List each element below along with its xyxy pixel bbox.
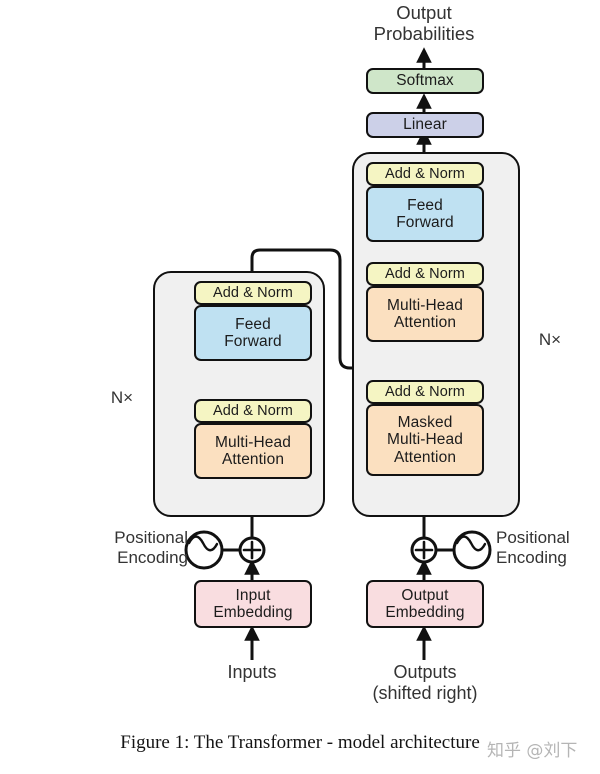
decoder-feed-forward-label-2: Forward [396,214,454,231]
decoder-masked-label-3: Attention [393,448,457,466]
figure-caption: Figure 1: The Transformer - model archit… [0,732,600,754]
input-embedding-box[interactable]: Input Embedding [194,580,312,628]
input-embedding-label-1: Input [235,586,271,604]
decoder-feed-forward[interactable]: Feed Forward [366,186,484,242]
inputs-text: Inputs [192,662,312,683]
figure-caption-text: Figure 1: The Transformer - model archit… [120,732,480,753]
softmax-box[interactable]: Softmax [366,68,484,94]
decoder-posenc-line-1: Positional [496,528,570,547]
encoder-posenc-circle [184,530,224,570]
encoder-mha-label-2: Attention [221,451,285,468]
output-embedding-label-2: Embedding [385,604,465,621]
encoder-add-norm-2-label: Add & Norm [213,284,293,301]
encoder-nx-text: N× [110,388,134,407]
encoder-sine-wave [187,535,219,552]
decoder-sine-wave [455,535,487,552]
inputs-label: Inputs [227,662,277,682]
decoder-positional-encoding-text: Positional Encoding [496,528,600,567]
encoder-feed-forward-label-2: Forward [224,333,282,350]
linear-label: Linear [403,116,447,134]
output-probabilities-line-1: Output [396,2,452,23]
output-embedding-box[interactable]: Output Embedding [366,580,484,628]
decoder-masked-attention[interactable]: Masked Multi-Head Attention [366,404,484,476]
decoder-nx-label: N× [528,330,572,350]
decoder-add-norm-1[interactable]: Add & Norm [366,380,484,404]
wire-encoder-output-bus [250,248,386,370]
encoder-add-norm-1-label: Add & Norm [213,402,293,419]
output-probabilities-line-2: Probabilities [373,23,475,45]
encoder-add-norm-2[interactable]: Add & Norm [194,281,312,305]
decoder-add-norm-2-label: Add & Norm [385,265,465,282]
outputs-text: Outputs (shifted right) [354,662,496,704]
decoder-cross-attention[interactable]: Multi-Head Attention [366,286,484,342]
decoder-masked-label-2: Multi-Head [387,431,463,449]
encoder-multi-head-attention[interactable]: Multi-Head Attention [194,423,312,479]
outputs-label-1: Outputs [393,662,457,682]
decoder-add-norm-1-label: Add & Norm [385,383,465,400]
linear-box[interactable]: Linear [366,112,484,138]
decoder-cross-attention-label-1: Multi-Head [387,296,463,314]
decoder-nx-text: N× [538,330,562,349]
outputs-label-2: (shifted right) [372,682,478,703]
encoder-positional-encoding-text: Positional Encoding [88,528,188,567]
decoder-posenc-line-2: Encoding [496,547,567,567]
output-embedding-label-1: Output [401,586,449,604]
input-embedding-label-2: Embedding [213,604,293,621]
encoder-mha-label-1: Multi-Head [215,433,291,451]
encoder-add-norm-1[interactable]: Add & Norm [194,399,312,423]
decoder-cross-attention-label-2: Attention [393,314,457,331]
output-probabilities-text: Output Probabilities [324,2,524,45]
decoder-add-norm-2[interactable]: Add & Norm [366,262,484,286]
encoder-posenc-line-2: Encoding [117,547,188,567]
decoder-feed-forward-label-1: Feed [407,196,443,214]
decoder-posenc-circle [452,530,492,570]
decoder-masked-label-1: Masked [397,413,453,431]
softmax-label: Softmax [396,72,454,90]
decoder-add-norm-3-label: Add & Norm [385,165,465,182]
encoder-nx-label: N× [100,388,144,408]
encoder-feed-forward-label-1: Feed [235,315,271,333]
decoder-add-norm-3[interactable]: Add & Norm [366,162,484,186]
encoder-posenc-line-1: Positional [114,528,188,547]
encoder-feed-forward[interactable]: Feed Forward [194,305,312,361]
